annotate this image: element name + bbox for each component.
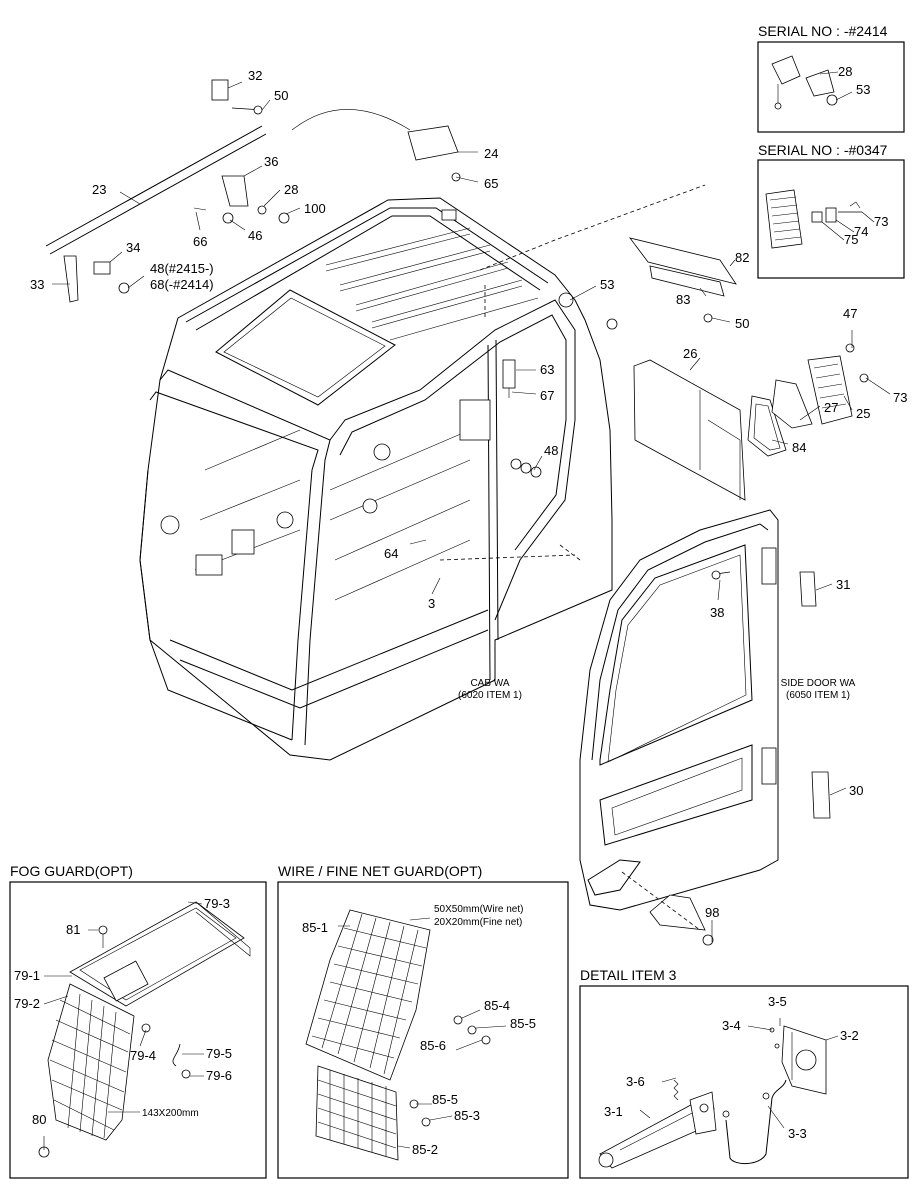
callout-46: 46 xyxy=(248,228,262,243)
side-parts xyxy=(558,237,869,501)
callout-53: 53 xyxy=(600,277,614,292)
callout-79-1: 79-1 xyxy=(14,968,40,983)
callout-85-1: 85-1 xyxy=(302,920,328,935)
cab-assembly-ref: (6020 ITEM 1) xyxy=(458,690,522,701)
callout-80: 80 xyxy=(32,1112,46,1127)
callout-85-6: 85-6 xyxy=(420,1038,446,1053)
callout-79-4: 79-4 xyxy=(130,1048,156,1063)
callout-85-3: 85-3 xyxy=(454,1108,480,1123)
callout-25: 25 xyxy=(856,406,870,421)
wire-net-size: 50X50mm(Wire net) xyxy=(434,904,523,915)
fog-guard-title: FOG GUARD(OPT) xyxy=(10,863,133,879)
callout-68: 68(-#2414) xyxy=(150,277,214,292)
callout-30: 30 xyxy=(849,783,863,798)
leader-lines xyxy=(52,81,891,942)
serial-2414-title: SERIAL NO : -#2414 xyxy=(758,23,888,39)
callout-79-5: 79-5 xyxy=(206,1046,232,1061)
callout-50: 50 xyxy=(274,88,288,103)
callout-75: 75 xyxy=(844,232,858,247)
callout-3-1: 3-1 xyxy=(604,1104,623,1119)
callout-73: 73 xyxy=(893,390,907,405)
callout-83: 83 xyxy=(676,292,690,307)
callout-67: 67 xyxy=(540,388,554,403)
callout-38: 38 xyxy=(710,605,724,620)
callout-85-5a: 85-5 xyxy=(510,1016,536,1031)
callout-34: 34 xyxy=(126,240,140,255)
callout-79-6: 79-6 xyxy=(206,1068,232,1083)
wire-guard-panel: WIRE / FINE NET GUARD(OPT) 85-1 50X50mm(… xyxy=(277,863,569,1179)
callout-28b: 28 xyxy=(838,64,852,79)
callout-3-3: 3-3 xyxy=(788,1126,807,1141)
callout-81: 81 xyxy=(66,922,80,937)
callout-33: 33 xyxy=(30,277,44,292)
serial-0347-title: SERIAL NO : -#0347 xyxy=(758,142,888,158)
serial-2414-panel: SERIAL NO : -#2414 28 53 xyxy=(757,23,905,133)
callout-100: 100 xyxy=(304,201,326,216)
roof-parts xyxy=(45,79,461,303)
callout-98: 98 xyxy=(705,905,719,920)
detail-item3-title: DETAIL ITEM 3 xyxy=(580,967,677,983)
callout-32: 32 xyxy=(248,68,262,83)
serial-0347-panel: SERIAL NO : -#0347 73 74 75 xyxy=(757,142,905,279)
callout-31: 31 xyxy=(836,577,850,592)
callout-50b: 50 xyxy=(735,316,749,331)
callout-74: 74 xyxy=(854,224,868,239)
callout-85-4: 85-4 xyxy=(484,998,510,1013)
callout-26: 26 xyxy=(683,346,697,361)
callout-48-2415: 48(#2415-) xyxy=(150,261,214,276)
callout-73a: 73 xyxy=(874,214,888,229)
callout-63: 63 xyxy=(540,362,554,377)
callout-36: 36 xyxy=(264,154,278,169)
callout-82: 82 xyxy=(735,250,749,265)
detail-item3-panel: DETAIL ITEM 3 3-5 3-4 3-2 3-6 3-1 3-3 xyxy=(579,967,909,1179)
fine-net-size: 20X20mm(Fine net) xyxy=(434,917,522,928)
cab-assembly-label: CAB WA xyxy=(470,678,509,689)
cab-frame xyxy=(139,184,706,761)
callout-3: 3 xyxy=(428,596,435,611)
callout-3-4: 3-4 xyxy=(722,1018,741,1033)
callout-28: 28 xyxy=(284,182,298,197)
callout-27: 27 xyxy=(824,400,838,415)
callout-65: 65 xyxy=(484,176,498,191)
callout-48: 48 xyxy=(544,443,558,458)
callout-64: 64 xyxy=(384,546,398,561)
callout-3-2: 3-2 xyxy=(840,1028,859,1043)
callout-24: 24 xyxy=(484,146,498,161)
callout-23: 23 xyxy=(92,182,106,197)
callout-85-5b: 85-5 xyxy=(432,1092,458,1107)
fog-guard-panel: FOG GUARD(OPT) 79-3 81 79-1 79-2 79-4 79… xyxy=(9,863,267,1179)
callout-47: 47 xyxy=(843,306,857,321)
callout-79-2: 79-2 xyxy=(14,996,40,1011)
callout-84: 84 xyxy=(792,440,806,455)
fog-mesh-size: 143X200mm xyxy=(142,1108,199,1119)
callout-3-5: 3-5 xyxy=(768,994,787,1009)
callout-79-3: 79-3 xyxy=(204,896,230,911)
side-door xyxy=(579,509,831,946)
callout-3-6: 3-6 xyxy=(626,1074,645,1089)
door-assembly-label: SIDE DOOR WA xyxy=(781,678,856,689)
callout-53b: 53 xyxy=(856,82,870,97)
wire-guard-title: WIRE / FINE NET GUARD(OPT) xyxy=(278,863,482,879)
callouts-main: 32 50 24 65 23 36 28 100 66 46 34 48(#24… xyxy=(30,68,907,920)
callout-66: 66 xyxy=(193,234,207,249)
callout-85-2: 85-2 xyxy=(412,1142,438,1157)
door-assembly-ref: (6050 ITEM 1) xyxy=(786,690,850,701)
